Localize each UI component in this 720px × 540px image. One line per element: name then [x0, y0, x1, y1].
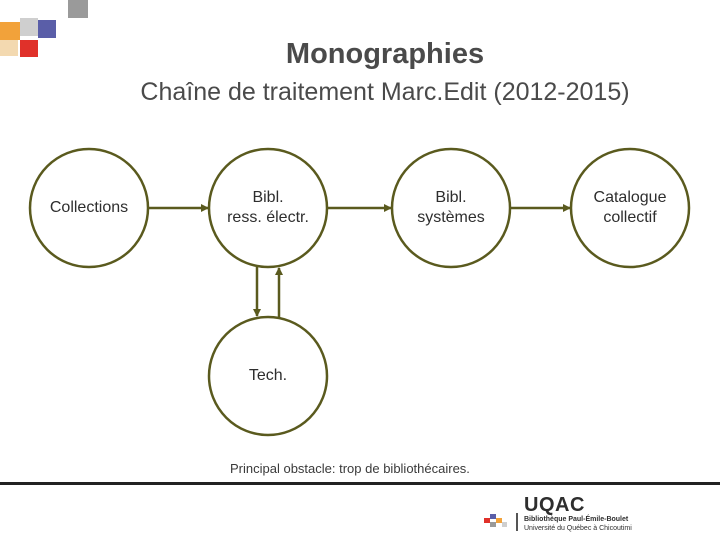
- arrows: [148, 204, 571, 317]
- uqac-logo-name: UQAC: [524, 494, 585, 516]
- node-catalogue-circle: [569, 147, 691, 269]
- node-tech-label: Tech.: [248, 367, 288, 384]
- deco-square-pale: [0, 40, 18, 56]
- deco-square-red: [20, 40, 38, 57]
- slide-subtitle: Chaîne de traitement Marc.Edit (2012-201…: [140, 78, 630, 106]
- caption-obstacle: Principal obstacle: trop de bibliothécai…: [230, 461, 470, 476]
- node-collections-label: Collections: [49, 199, 129, 216]
- uqac-logo-university: Université du Québec à Chicoutimi: [524, 525, 632, 532]
- node-catalogue-label: Catalogue collectif: [593, 189, 667, 226]
- uqac-logo-library: Bibliothèque Paul-Émile-Boulet: [524, 516, 629, 523]
- node-tech-circle: [207, 315, 329, 437]
- node-bibl-sys-label: Bibl. systèmes: [417, 189, 485, 226]
- logo-divider: [516, 513, 518, 531]
- deco-square-gray-top: [68, 0, 88, 18]
- footer-divider: [0, 482, 720, 485]
- uqac-emblem-icon: [484, 514, 507, 527]
- deco-square-orange: [0, 22, 20, 40]
- node-circles: [28, 147, 691, 437]
- slide-title: Monographies: [285, 38, 485, 70]
- deco-square-blue: [38, 20, 56, 38]
- node-bibl-ress-label: Bibl. ress. électr.: [227, 189, 309, 226]
- deco-square-lightgray: [20, 18, 38, 36]
